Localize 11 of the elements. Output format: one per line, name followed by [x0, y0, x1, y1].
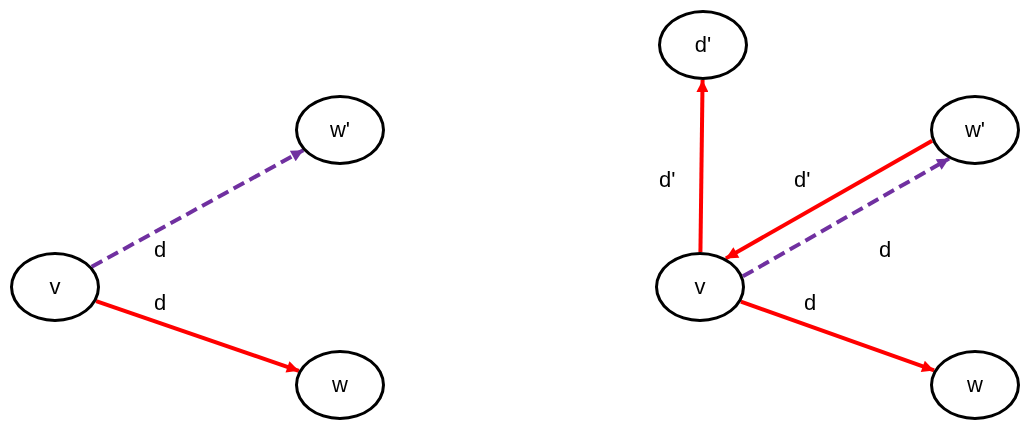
- dashed-arrow: [90, 148, 305, 269]
- node-label: v: [49, 274, 61, 300]
- arrow: [95, 299, 300, 373]
- node-label: d': [694, 32, 712, 58]
- arrow: [740, 299, 935, 373]
- node-label: w: [332, 372, 348, 398]
- node-label: w: [967, 372, 983, 398]
- node-label: v: [694, 274, 706, 300]
- node-label: w': [964, 117, 986, 143]
- node-label: w': [329, 117, 351, 143]
- arrow: [696, 79, 709, 253]
